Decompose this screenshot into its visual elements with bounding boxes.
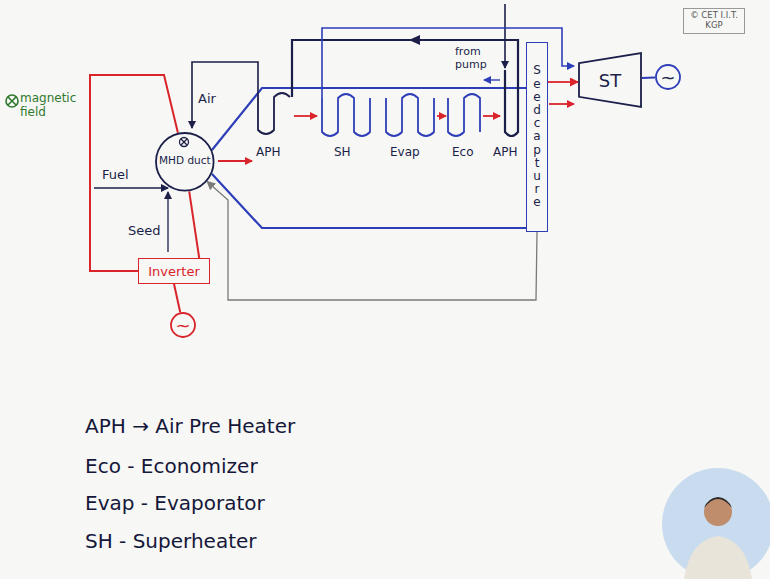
node-text: ST	[599, 70, 621, 91]
ac-source-circle: ~	[170, 312, 196, 338]
air-line	[192, 62, 258, 128]
magnetic-field-symbol	[6, 95, 18, 107]
component-label: APH	[493, 146, 517, 160]
fuel-arrow	[94, 187, 168, 189]
connector	[548, 81, 578, 83]
node-text: ~	[175, 315, 190, 336]
node-text: Seed capture	[531, 64, 543, 209]
abbreviation-note: Evap - Evaporator	[85, 492, 265, 515]
field-label: magnetic field	[20, 92, 84, 120]
magnetic-field-symbol	[180, 138, 189, 147]
circle-outline	[656, 65, 680, 89]
economizer-coil	[448, 94, 480, 136]
abbreviation-note: APH → Air Pre Heater	[85, 415, 295, 438]
duct-wall	[212, 88, 526, 150]
abbreviation-note: SH - Superheater	[85, 530, 257, 553]
gas-flow-arrow	[294, 115, 317, 117]
connector	[207, 182, 537, 301]
flow-label: Air	[198, 92, 216, 107]
flow-label: Seed	[128, 224, 161, 239]
exhaust-arrow	[549, 103, 574, 105]
abbreviation-note: Eco - Economizer	[85, 455, 258, 478]
connector	[189, 191, 199, 258]
inverter-box: Inverter	[138, 258, 210, 284]
gas-flow-arrow	[483, 115, 500, 117]
presenter-inset	[662, 468, 770, 579]
generator-circle: ~	[655, 64, 681, 90]
seed-capture-column: Seed capture	[526, 42, 548, 232]
gas-flow-arrow	[218, 160, 252, 162]
component-label: Evap	[390, 146, 420, 160]
air-preheater-coil	[292, 40, 518, 136]
flow-arrowhead	[409, 35, 420, 45]
feedwater-arrow	[484, 79, 500, 80]
air-intake	[504, 4, 506, 68]
connector	[174, 284, 180, 312]
node-text: ~	[660, 67, 675, 88]
mhd-duct-circle: MHD duct	[155, 132, 215, 192]
magnetic-field-symbol	[181, 139, 187, 145]
presenter-hair	[704, 497, 732, 508]
flow-label: Fuel	[102, 168, 129, 183]
component-label: Eco	[452, 146, 474, 160]
gas-flow-arrow	[437, 115, 446, 117]
circle-outline	[156, 133, 214, 191]
component-label: SH	[334, 146, 351, 160]
component-label: APH	[256, 146, 280, 160]
watermark: © CET I.I.T. KGP	[683, 8, 745, 34]
seed-arrow	[167, 192, 168, 252]
presenter-head	[704, 498, 732, 526]
connector	[90, 75, 178, 271]
node-text: MHD duct	[159, 154, 211, 166]
connector	[642, 77, 655, 80]
air-preheater-coil	[258, 93, 290, 134]
evaporator-coil	[386, 94, 434, 136]
magnetic-field-symbol	[8, 97, 16, 105]
duct-wall	[212, 174, 526, 228]
presenter-body	[684, 536, 752, 579]
steam-turbine: ST	[578, 52, 642, 108]
circle-outline	[171, 313, 195, 337]
node-text: Inverter	[148, 264, 200, 279]
turbine-outline	[579, 53, 641, 107]
flow-label: from pump	[455, 46, 499, 71]
superheater-coil	[322, 94, 370, 136]
